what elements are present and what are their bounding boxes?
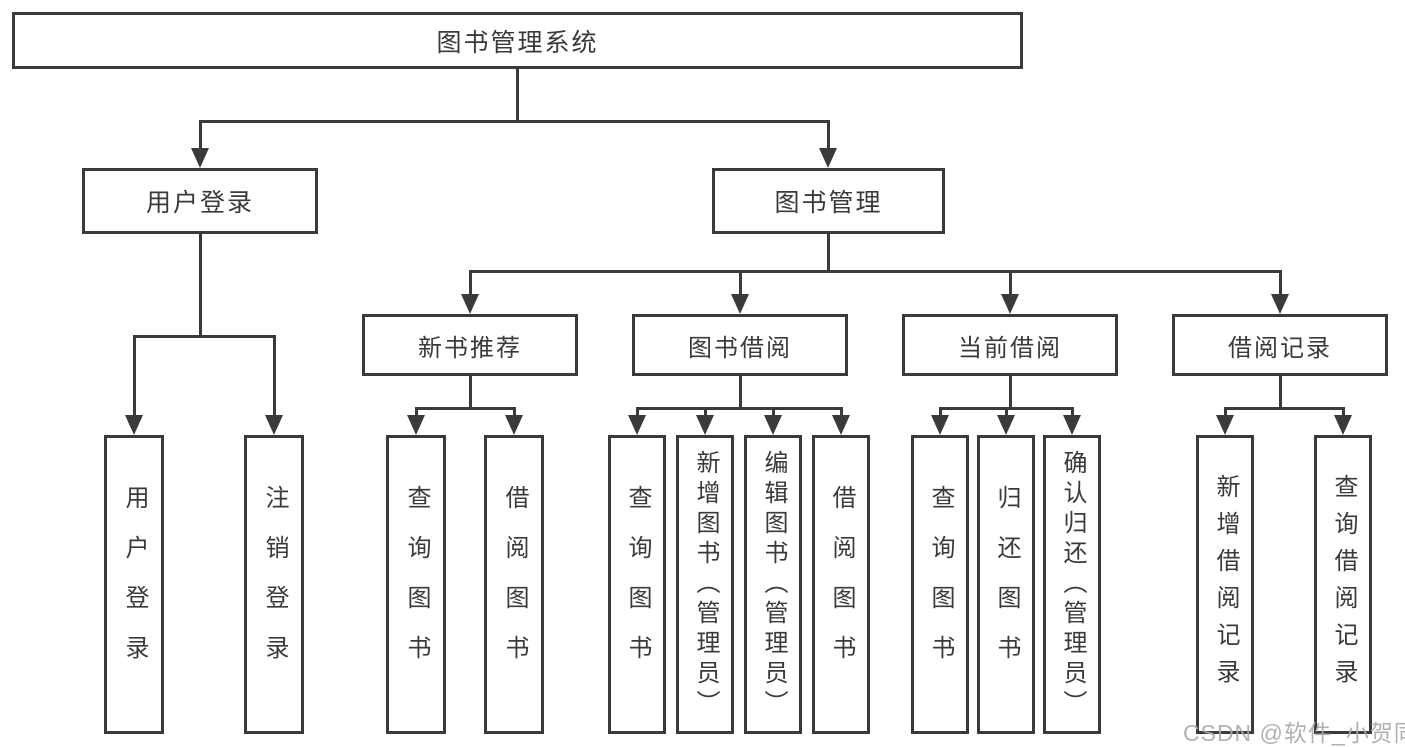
leaf-logout: 注销登录 xyxy=(244,435,304,734)
connector-to-level3 xyxy=(1278,270,1282,296)
connector-to-leaf xyxy=(771,407,775,418)
leaf-label: 新增图书（管理员） xyxy=(692,449,719,720)
connector-book-mgmt-stem xyxy=(826,234,830,273)
leaf-label: 借阅图书 xyxy=(501,484,528,685)
leaf-label: 借阅图书 xyxy=(828,484,855,685)
arrow-down-icon xyxy=(265,415,283,435)
connector-to-leaf xyxy=(1004,407,1008,418)
node-current-borrowing: 当前借阅 xyxy=(902,314,1118,376)
connector-to-level3 xyxy=(738,270,742,296)
connector-root-split xyxy=(198,120,830,123)
leaf-query-borrow-record: 查询借阅记录 xyxy=(1314,435,1372,734)
arrow-down-icon xyxy=(461,294,479,314)
arrow-down-icon xyxy=(505,415,523,435)
connector-cb-stem xyxy=(1008,376,1012,410)
leaf-add-borrow-record: 新增借阅记录 xyxy=(1196,435,1254,734)
connector-root-stem xyxy=(515,69,519,122)
node-library-management-system: 图书管理系统 xyxy=(12,12,1023,69)
arrow-down-icon xyxy=(696,415,714,435)
connector-to-leaf xyxy=(1070,407,1074,418)
leaf-add-books-admin: 新增图书（管理员） xyxy=(676,435,734,734)
leaf-return-books: 归还图书 xyxy=(977,435,1035,734)
leaf-query-books: 查询图书 xyxy=(386,435,446,734)
connector-nbr-split xyxy=(414,407,516,410)
connector-bb-split xyxy=(635,407,843,410)
connector-to-book-mgmt xyxy=(826,120,830,150)
leaf-label: 新增借阅记录 xyxy=(1212,473,1239,696)
leaf-query-books: 查询图书 xyxy=(608,435,666,734)
arrow-down-icon xyxy=(1216,415,1234,435)
node-borrowing-records: 借阅记录 xyxy=(1172,314,1388,376)
arrow-down-icon xyxy=(931,415,949,435)
node-book-management: 图书管理 xyxy=(712,168,945,234)
connector-bb-stem xyxy=(738,376,742,410)
connector-to-leaf xyxy=(414,407,418,418)
leaf-label: 用户登录 xyxy=(121,484,148,685)
connector-to-user-login xyxy=(198,120,202,150)
arrow-down-icon xyxy=(1001,294,1019,314)
arrow-down-icon xyxy=(407,415,425,435)
leaf-user-login: 用户登录 xyxy=(104,435,164,734)
arrow-down-icon xyxy=(1271,294,1289,314)
leaf-label: 编辑图书（管理员） xyxy=(760,449,787,720)
leaf-label: 查询图书 xyxy=(624,484,651,685)
connector-nbr-stem xyxy=(468,376,472,410)
arrow-down-icon xyxy=(764,415,782,435)
leaf-borrow-books: 借阅图书 xyxy=(812,435,870,734)
arrow-down-icon xyxy=(819,148,837,168)
connector-to-leaf xyxy=(703,407,707,418)
arrow-down-icon xyxy=(628,415,646,435)
leaf-query-books: 查询图书 xyxy=(911,435,969,734)
arrow-down-icon xyxy=(191,148,209,168)
leaf-label: 查询借阅记录 xyxy=(1330,473,1357,696)
leaf-label: 查询图书 xyxy=(927,484,954,685)
leaf-label: 查询图书 xyxy=(403,484,430,685)
connector-to-leaf xyxy=(635,407,639,418)
leaf-label: 确认归还（管理员） xyxy=(1059,449,1086,720)
leaf-edit-books-admin: 编辑图书（管理员） xyxy=(744,435,802,734)
arrow-down-icon xyxy=(1063,415,1081,435)
connector-to-leaf xyxy=(132,335,136,417)
leaf-confirm-return-admin: 确认归还（管理员） xyxy=(1043,435,1101,734)
connector-book-mgmt-split xyxy=(468,270,1282,273)
connector-user-login-stem xyxy=(198,234,202,338)
connector-to-level3 xyxy=(468,270,472,296)
connector-to-leaf xyxy=(938,407,942,418)
connector-to-leaf xyxy=(1341,407,1345,418)
watermark: CSDN @软件_小贺同学 xyxy=(1183,720,1405,746)
connector-to-level3 xyxy=(1008,270,1012,296)
connector-br-stem xyxy=(1278,376,1282,410)
leaf-borrow-books: 借阅图书 xyxy=(484,435,544,734)
connector-to-leaf xyxy=(272,335,276,417)
connector-to-leaf xyxy=(839,407,843,418)
arrow-down-icon xyxy=(997,415,1015,435)
node-user-login: 用户登录 xyxy=(82,168,318,234)
leaf-label: 注销登录 xyxy=(261,484,288,685)
connector-to-leaf xyxy=(512,407,516,418)
connector-user-login-split xyxy=(132,335,276,338)
arrow-down-icon xyxy=(1334,415,1352,435)
connector-br-split xyxy=(1223,407,1345,410)
leaf-label: 归还图书 xyxy=(993,484,1020,685)
arrow-down-icon xyxy=(731,294,749,314)
arrow-down-icon xyxy=(125,415,143,435)
arrow-down-icon xyxy=(832,415,850,435)
connector-to-leaf xyxy=(1223,407,1227,418)
node-new-book-recommend: 新书推荐 xyxy=(362,314,578,376)
node-book-borrowing: 图书借阅 xyxy=(632,314,848,376)
